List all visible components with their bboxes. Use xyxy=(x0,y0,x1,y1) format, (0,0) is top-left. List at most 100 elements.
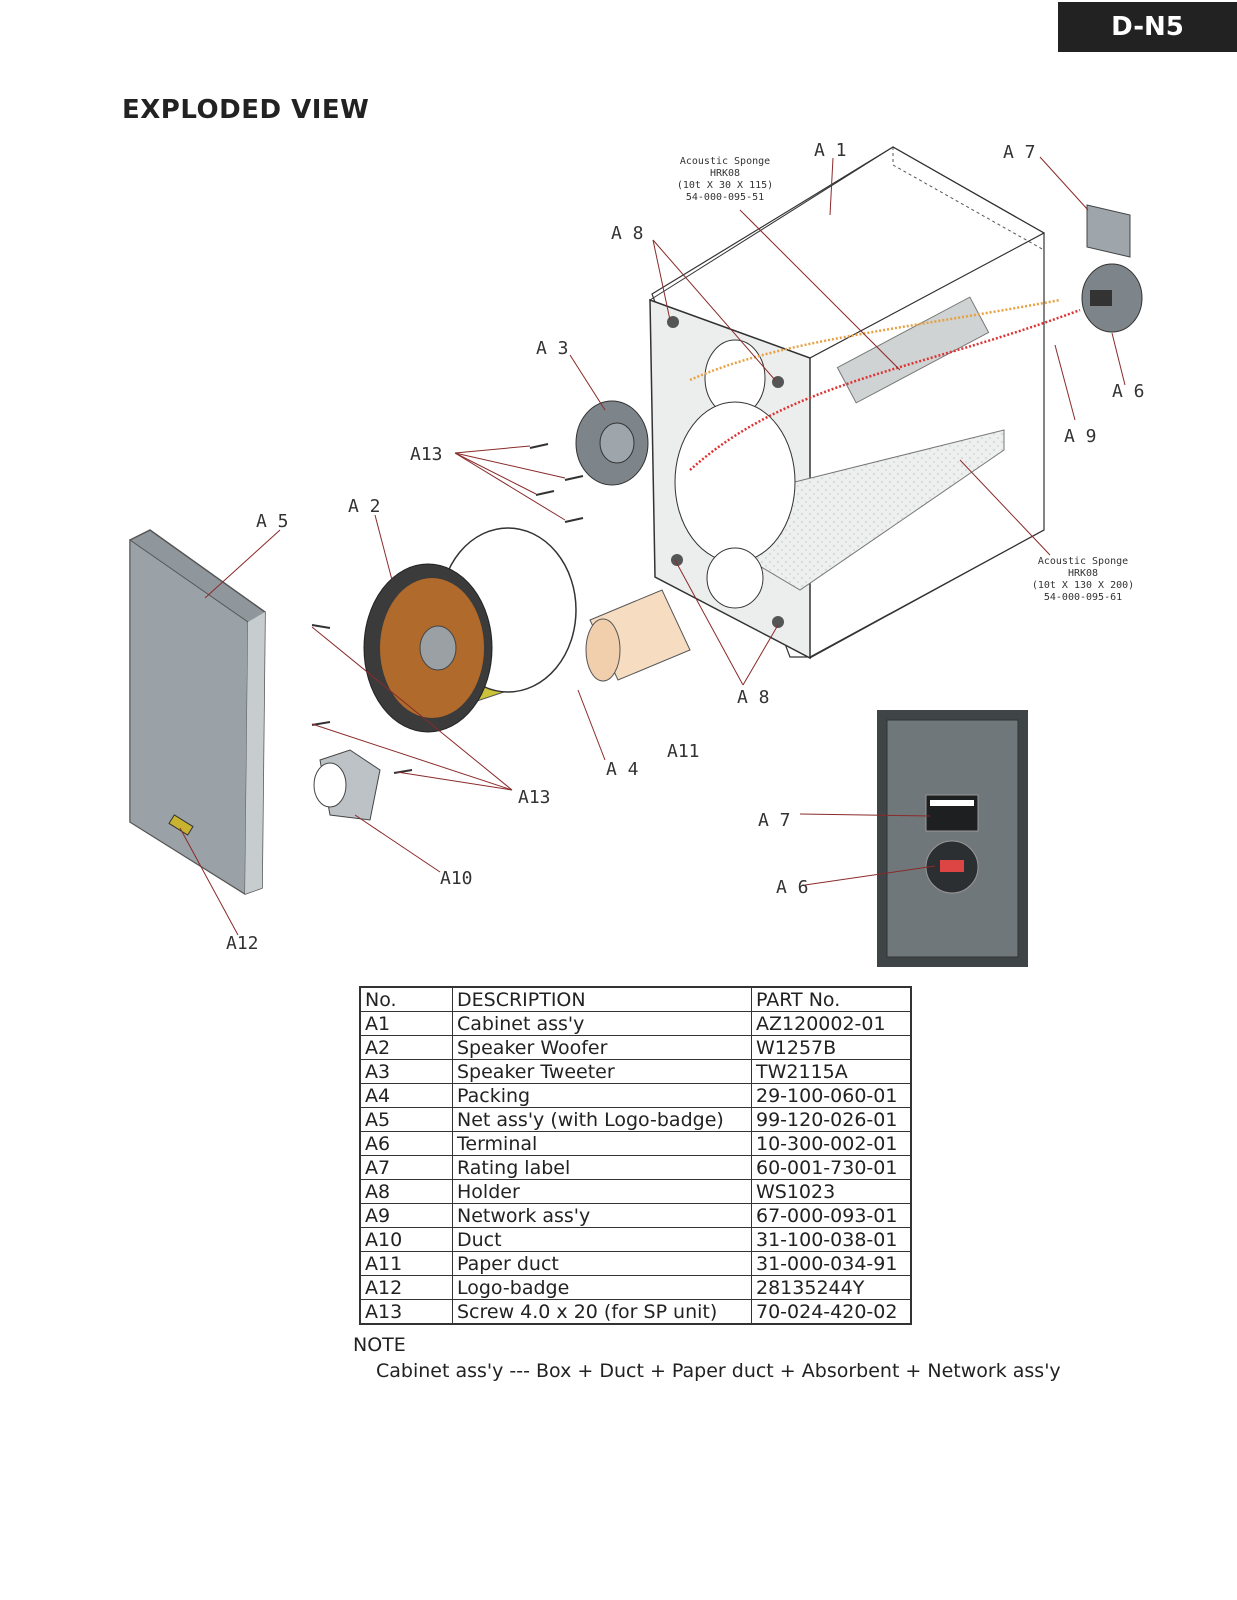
cabinet-illustration xyxy=(648,146,1081,660)
label-a13-top: A13 xyxy=(410,444,443,465)
cell-no: A13 xyxy=(359,1299,453,1325)
net-assembly-illustration xyxy=(129,529,266,895)
header-no: No. xyxy=(359,986,453,1012)
cell-part-no: 31-100-038-01 xyxy=(751,1227,912,1252)
cell-description: Speaker Woofer xyxy=(452,1035,752,1060)
cell-no: A5 xyxy=(359,1107,453,1132)
cell-description: Speaker Tweeter xyxy=(452,1059,752,1084)
cell-part-no: WS1023 xyxy=(751,1179,912,1204)
label-a6: A 6 xyxy=(1112,381,1145,402)
table-header-row: No. DESCRIPTION PART No. xyxy=(359,986,912,1012)
cell-description: Terminal xyxy=(452,1131,752,1156)
label-a13-bottom: A13 xyxy=(518,787,551,808)
logo-badge-illustration xyxy=(168,814,194,836)
cell-part-no: TW2115A xyxy=(751,1059,912,1084)
cell-description: Screw 4.0 x 20 (for SP unit) xyxy=(452,1299,752,1325)
paper-duct-illustration xyxy=(585,589,691,682)
svg-text:(10t X 130 X 200): (10t X 130 X 200) xyxy=(1032,580,1134,591)
label-a7-back: A 7 xyxy=(758,810,791,831)
label-a3: A 3 xyxy=(536,338,569,359)
cell-part-no: 67-000-093-01 xyxy=(751,1203,912,1228)
cell-description: Logo-badge xyxy=(452,1275,752,1300)
label-a1: A 1 xyxy=(814,140,847,161)
cell-part-no: 70-024-420-02 xyxy=(751,1299,912,1325)
cell-description: Cabinet ass'y xyxy=(452,1011,752,1036)
cell-description: Paper duct xyxy=(452,1251,752,1276)
svg-text:HRK08: HRK08 xyxy=(710,168,740,179)
label-a10: A10 xyxy=(440,868,473,889)
sponge-note-bottom: Acoustic Sponge HRK08 (10t X 130 X 200) … xyxy=(1032,556,1134,603)
rear-panel-illustration xyxy=(877,710,1028,967)
label-a4: A 4 xyxy=(606,759,639,780)
svg-text:54-000-095-51: 54-000-095-51 xyxy=(686,192,764,203)
cell-no: A11 xyxy=(359,1251,453,1276)
cell-no: A2 xyxy=(359,1035,453,1060)
sponge-note-top: Acoustic Sponge HRK08 (10t X 30 X 115) 5… xyxy=(677,156,773,203)
label-a2: A 2 xyxy=(348,496,381,517)
cell-no: A4 xyxy=(359,1083,453,1108)
header-description: DESCRIPTION xyxy=(452,986,752,1012)
cell-part-no: 29-100-060-01 xyxy=(751,1083,912,1108)
cell-description: Rating label xyxy=(452,1155,752,1180)
svg-text:Acoustic Sponge: Acoustic Sponge xyxy=(1038,556,1128,567)
cell-part-no: W1257B xyxy=(751,1035,912,1060)
model-name: D-N5 xyxy=(1111,12,1184,42)
cell-no: A7 xyxy=(359,1155,453,1180)
label-a7: A 7 xyxy=(1003,142,1036,163)
exploded-view-diagram: A 1 A 7 A 8 A 3 A13 A 5 A 2 A 6 A 9 A 8 … xyxy=(129,140,1145,967)
svg-text:54-000-095-61: 54-000-095-61 xyxy=(1044,592,1122,603)
svg-text:HRK08: HRK08 xyxy=(1068,568,1098,579)
cell-no: A6 xyxy=(359,1131,453,1156)
cell-part-no: 99-120-026-01 xyxy=(751,1107,912,1132)
note-title: NOTE xyxy=(353,1334,406,1356)
cell-no: A3 xyxy=(359,1059,453,1084)
cell-no: A10 xyxy=(359,1227,453,1252)
svg-text:(10t X 30 X 115): (10t X 30 X 115) xyxy=(677,180,773,191)
cell-description: Duct xyxy=(452,1227,752,1252)
label-a9: A 9 xyxy=(1064,426,1097,447)
page-title: EXPLODED VIEW xyxy=(122,95,370,125)
note-text: Cabinet ass'y --- Box + Duct + Paper duc… xyxy=(376,1360,1061,1382)
cell-no: A1 xyxy=(359,1011,453,1036)
label-a11: A11 xyxy=(667,741,700,762)
label-a8-top: A 8 xyxy=(611,223,644,244)
label-a12: A12 xyxy=(226,933,259,954)
cell-part-no: 31-000-034-91 xyxy=(751,1251,912,1276)
cell-description: Network ass'y xyxy=(452,1203,752,1228)
duct-illustration xyxy=(313,749,381,821)
svg-text:Acoustic Sponge: Acoustic Sponge xyxy=(680,156,770,167)
cell-description: Net ass'y (with Logo-badge) xyxy=(452,1107,752,1132)
cell-part-no: 60-001-730-01 xyxy=(751,1155,912,1180)
cell-part-no: AZ120002-01 xyxy=(751,1011,912,1036)
header-part-no: PART No. xyxy=(751,986,912,1012)
cell-part-no: 10-300-002-01 xyxy=(751,1131,912,1156)
cell-no: A12 xyxy=(359,1275,453,1300)
cell-part-no: 28135244Y xyxy=(751,1275,912,1300)
cell-description: Packing xyxy=(452,1083,752,1108)
label-a6-back: A 6 xyxy=(776,877,809,898)
cell-no: A8 xyxy=(359,1179,453,1204)
model-badge: D-N5 xyxy=(1058,2,1237,52)
terminal-illustration xyxy=(1081,263,1143,333)
label-a8-bottom: A 8 xyxy=(737,687,770,708)
rating-label-illustration xyxy=(1086,204,1131,258)
label-a5: A 5 xyxy=(256,511,289,532)
tweeter-illustration xyxy=(575,400,649,486)
woofer-illustration xyxy=(363,527,577,733)
cell-no: A9 xyxy=(359,1203,453,1228)
cell-description: Holder xyxy=(452,1179,752,1204)
